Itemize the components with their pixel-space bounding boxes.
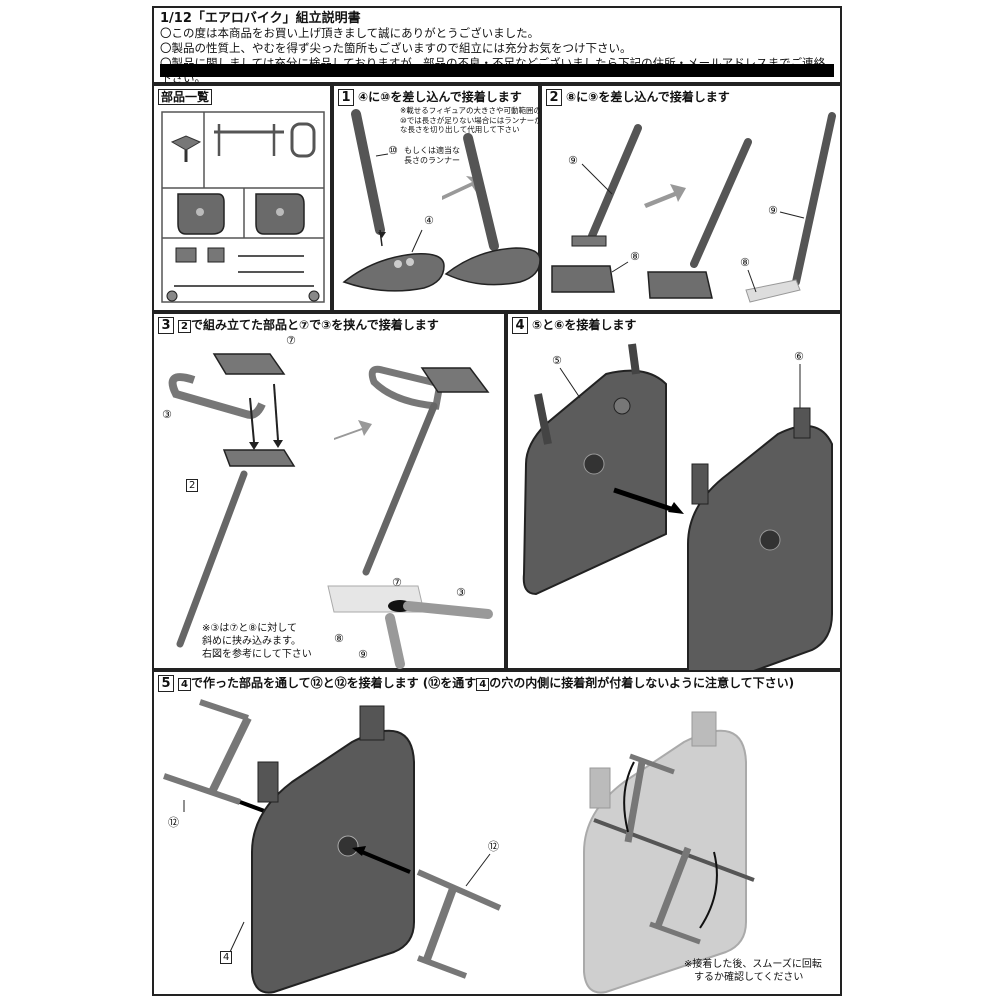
step1-callout-10: ⑩ — [388, 144, 398, 157]
step2-panel: 2 ⑧に⑨を差し込んで接着します ⑨ ⑧ ⑨ ⑧ — [540, 84, 842, 312]
step3-illustration — [168, 353, 493, 669]
step3-number: 3 — [158, 317, 174, 334]
header-box: 1/12「エアロバイク」組立説明書 〇この度は本商品をお買い上げ頂きまして誠にあ… — [152, 6, 842, 85]
step3-detail-3: ③ — [456, 586, 466, 599]
step2-callout-8b: ⑧ — [740, 256, 750, 269]
step1-callout-4: ④ — [424, 214, 434, 227]
step2-illustration — [551, 112, 836, 303]
step2-callout-8a: ⑧ — [630, 250, 640, 263]
step5-callout-12a: ⑫ — [168, 816, 179, 829]
step5-callout-4: 4 — [220, 951, 233, 964]
step4-callout-6: ⑥ — [794, 350, 804, 363]
step1-number: 1 — [338, 89, 354, 106]
step2-number: 2 — [546, 89, 562, 106]
step2-callout-9b: ⑨ — [768, 204, 778, 217]
step1-runner-note: もしくは適当な 長さのランナー — [404, 146, 460, 165]
step5-ref-box-2: 4 — [476, 678, 490, 691]
step4-illustration — [522, 343, 833, 689]
step4-label: ⑤と⑥を接着します — [532, 318, 637, 332]
parts-list-label: 部品一覧 — [158, 89, 213, 105]
step5-label-a: で作った部品を通して⑫と⑫を接着します (⑫を通す — [190, 676, 477, 690]
step3-callout-3: ③ — [162, 408, 172, 421]
step5-note: ※接着した後、スムーズに回転 するか確認してください — [684, 959, 822, 983]
step3-label: で組み立てた部品と⑦で③を挟んで接着します — [190, 318, 439, 332]
parts-list-panel: 部品一覧 — [152, 84, 332, 312]
sheet-title: 1/12「エアロバイク」組立説明書 — [160, 11, 361, 26]
step5-label-b: の穴の内側に接着剤が付着しないように注意して下さい) — [489, 676, 795, 690]
step3-ref-box: 2 — [178, 320, 191, 333]
parts-runner-illustration — [161, 111, 325, 303]
step3-callout-2: 2 — [186, 479, 199, 492]
step5-callout-12b: ⑫ — [488, 840, 499, 853]
step1-illustration — [342, 109, 541, 292]
step2-callout-9a: ⑨ — [568, 154, 578, 167]
step5-ref-box: 4 — [178, 678, 191, 691]
step4-number: 4 — [512, 317, 528, 334]
step1-note: ※載せるフィギュアの大きさや可動範囲の制限で ⑩では長さが足りない場合にはランナ… — [400, 106, 565, 134]
step3-note: ※③は⑦と⑧に対して 斜めに挟み込みます。 右図を参考にして下さい — [202, 623, 312, 660]
step3-detail-8: ⑧ — [334, 632, 344, 645]
step5-number: 5 — [158, 675, 174, 692]
step4-panel: 4 ⑤と⑥を接着します ⑤ ⑥ — [506, 312, 842, 689]
step5-illustration — [163, 699, 755, 994]
step4-callout-5: ⑤ — [552, 354, 562, 367]
step1-label: ④に⑩を差し込んで接着します — [358, 90, 522, 104]
redacted-address-bar — [160, 64, 834, 77]
header-line-1: 〇この度は本商品をお買い上げ頂きまして誠にありがとうございました。 — [160, 26, 540, 40]
step2-label: ⑧に⑨を差し込んで接着します — [566, 90, 730, 104]
step3-detail-9: ⑨ — [358, 648, 368, 661]
step3-detail-7: ⑦ — [392, 576, 402, 589]
step1-panel: 1 ④に⑩を差し込んで接着します ※載せるフィギュアの大きさや可動範囲の制限で ⑩… — [332, 84, 564, 312]
step3-callout-7: ⑦ — [286, 334, 296, 347]
header-line-2: 〇製品の性質上、やむを得ず尖った箇所もございますので組立には充分お気をつけ下さい… — [160, 41, 632, 55]
